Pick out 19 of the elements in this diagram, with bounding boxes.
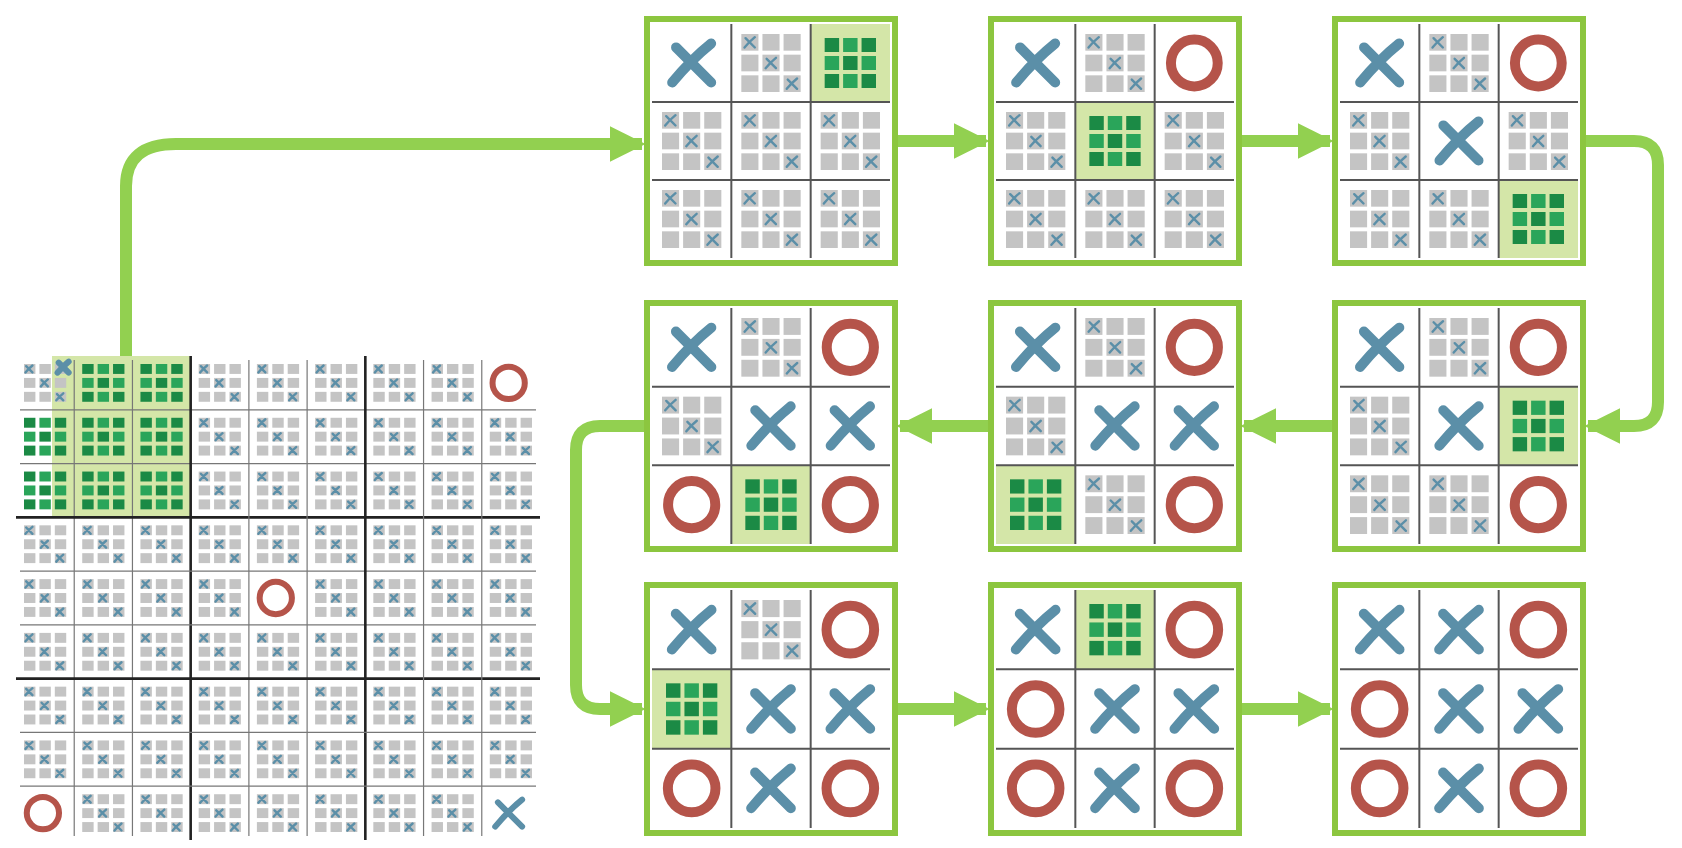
arrow (898, 691, 990, 727)
arrow (896, 408, 988, 444)
tic-tac-toe-board-drawing (644, 16, 898, 266)
arrow (120, 126, 646, 356)
arrow (1242, 691, 1334, 727)
tic-tac-toe-board-drawing (988, 16, 1242, 266)
tic-tac-toe-board-drawing (1332, 16, 1586, 266)
tic-tac-toe-board-drawing (1332, 582, 1586, 836)
arrow (1240, 408, 1332, 444)
tic-tac-toe-board-drawing (644, 300, 898, 552)
arrow (898, 123, 990, 159)
arrow (570, 420, 646, 727)
tic-tac-toe-board-drawing (988, 582, 1242, 836)
tic-tac-toe-board-drawing (644, 582, 898, 836)
tic-tac-toe-board-drawing (16, 356, 540, 840)
arrow (1584, 135, 1664, 444)
tic-tac-toe-board-drawing (988, 300, 1242, 552)
arrow (1242, 123, 1334, 159)
tic-tac-toe-board-drawing (1332, 300, 1586, 552)
